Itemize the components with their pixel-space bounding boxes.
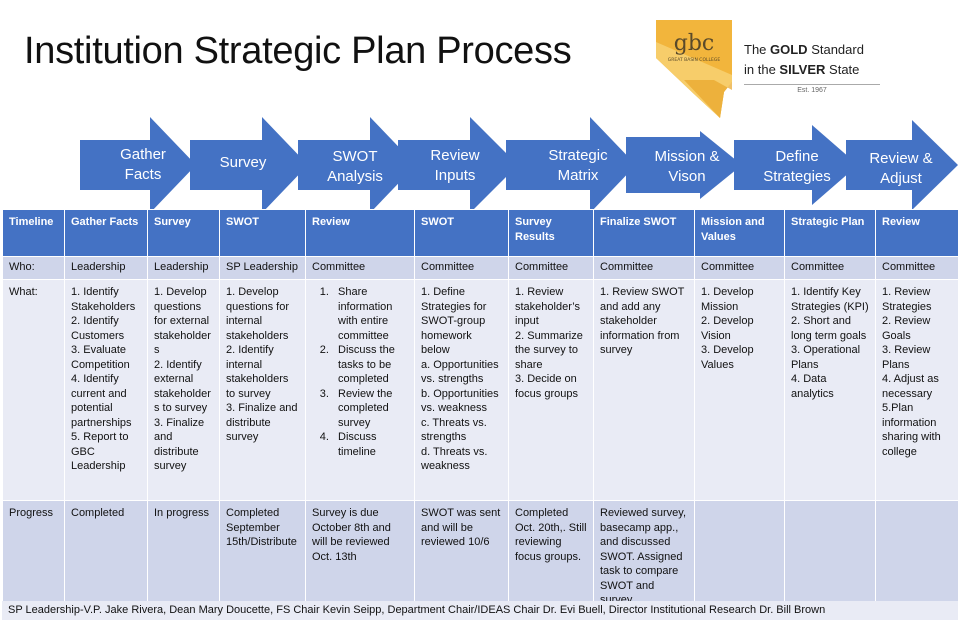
table-cell: 1. Develop questions for internal stakeh… [219, 279, 306, 501]
process-arrow-4 [398, 117, 518, 213]
list-item: Share information with entire committee [332, 285, 409, 343]
header-strategic-plan: Strategic Plan [784, 209, 876, 257]
table-cell: 1. Develop questions for external stakeh… [147, 279, 220, 501]
table-cell: Committee [784, 256, 876, 280]
header-swot: SWOT [219, 209, 306, 257]
logo-tagline: The GOLD Standard in the SILVER State [744, 42, 864, 77]
table-cell: Leadership [64, 256, 148, 280]
header-swot-2: SWOT [414, 209, 509, 257]
college-logo: gbc GREAT BASIN COLLEGE The GOLD Standar… [654, 20, 884, 120]
table-cell: SP Leadership [219, 256, 306, 280]
table-cell [784, 500, 876, 612]
logo-college-text: GREAT BASIN COLLEGE [668, 57, 721, 63]
logo-established: Est. 1967 [744, 84, 880, 94]
table-cell: Share information with entire committee … [305, 279, 415, 501]
table-cell: Committee [593, 256, 695, 280]
process-arrow-8 [846, 120, 958, 210]
list-item: Discuss the tasks to be completed [332, 343, 409, 387]
page-title: Institution Strategic Plan Process [24, 30, 572, 72]
logo-badge-text: gbc [674, 31, 715, 56]
header-timeline: Timeline [2, 209, 65, 257]
row-label-progress: Progress [2, 500, 65, 612]
table-cell: Committee [508, 256, 594, 280]
header-review: Review [305, 209, 415, 257]
table-cell: Reviewed survey, basecamp app., and disc… [593, 500, 695, 612]
table-cell [694, 500, 785, 612]
table-cell: 1. Define Strategies for SWOT-group home… [414, 279, 509, 501]
header-mission-values: Mission and Values [694, 209, 785, 257]
table-cell: Completed Oct. 20th,. Still reviewing fo… [508, 500, 594, 612]
process-arrow-7 [734, 125, 858, 205]
process-arrow-1 [80, 117, 196, 213]
table-cell: Leadership [147, 256, 220, 280]
table-cell: SWOT was sent and will be reviewed 10/6 [414, 500, 509, 612]
table-cell [875, 500, 958, 612]
header-finalize-swot: Finalize SWOT [593, 209, 695, 257]
header-survey: Survey [147, 209, 220, 257]
process-arrow-5 [506, 117, 636, 213]
table-cell: Completed September 15th/Distribute [219, 500, 306, 612]
row-label-who: Who: [2, 256, 65, 280]
table-cell: Committee [414, 256, 509, 280]
header-gather-facts: Gather Facts [64, 209, 148, 257]
header-review-2: Review [875, 209, 958, 257]
table-row-who: Who: Leadership Leadership SP Leadership… [2, 256, 958, 280]
table-cell: In progress [147, 500, 220, 612]
arrow-label-review-adjust: Review &Adjust [869, 150, 933, 187]
process-arrow-3 [298, 117, 416, 213]
table-cell: Committee [875, 256, 958, 280]
row-label-what: What: [2, 279, 65, 501]
table-cell: 1. Review SWOT and add any stakeholder i… [593, 279, 695, 501]
nevada-map-logo-icon: gbc GREAT BASIN COLLEGE [656, 20, 732, 118]
table-cell: Committee [694, 256, 785, 280]
table-header-row: Timeline Gather Facts Survey SWOT Review… [2, 209, 958, 257]
arrow-label-mission-vision: Mission &Vison [654, 148, 720, 185]
arrow-label-survey: Survey [219, 154, 267, 171]
table-cell: Completed [64, 500, 148, 612]
leadership-footer: SP Leadership-V.P. Jake Rivera, Dean Mar… [2, 601, 958, 620]
header-survey-results: Survey Results [508, 209, 594, 257]
process-arrow-6 [626, 131, 742, 199]
process-arrow-2 [190, 117, 308, 213]
table-cell: Survey is due October 8th and will be re… [305, 500, 415, 612]
table-cell: 1. Identify Key Strategies (KPI)2. Short… [784, 279, 876, 501]
list-item: Discuss timeline [332, 430, 409, 459]
list-item: Review the completed survey [332, 387, 409, 431]
table-row-progress: Progress Completed In progress Completed… [2, 500, 958, 612]
strategic-plan-table: Timeline Gather Facts Survey SWOT Review… [2, 209, 958, 612]
table-cell: Committee [305, 256, 415, 280]
